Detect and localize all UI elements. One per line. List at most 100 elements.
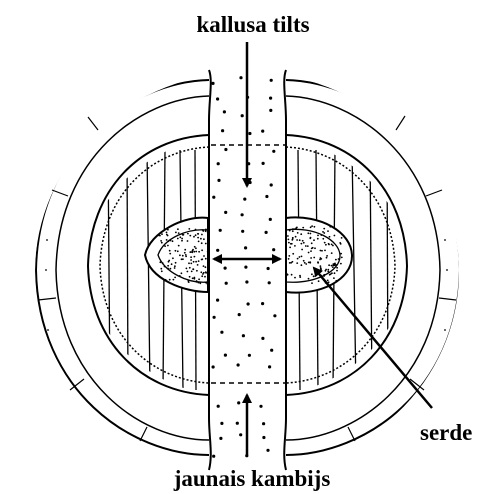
stipple-dot xyxy=(198,251,200,253)
stipple-dot xyxy=(262,422,265,425)
stipple-dot xyxy=(292,238,294,240)
stipple-dot xyxy=(193,261,195,263)
stipple-dot xyxy=(186,268,188,270)
stipple-dot xyxy=(327,230,329,232)
stipple-dot xyxy=(302,227,304,229)
stipple-dot xyxy=(169,279,171,281)
stipple-dot xyxy=(313,275,315,277)
stipple-dot xyxy=(336,267,338,269)
stipple-dot xyxy=(341,237,343,239)
stipple-dot xyxy=(197,264,199,266)
stipple-dot xyxy=(299,256,301,258)
stipple-dot xyxy=(167,245,169,247)
stipple-dot xyxy=(305,263,307,265)
stipple-dot xyxy=(332,266,334,268)
stipple-dot xyxy=(327,269,329,271)
stipple-dot xyxy=(224,267,227,270)
stipple-dot xyxy=(333,263,335,265)
stipple-dot xyxy=(161,228,163,230)
stipple-dot xyxy=(335,259,337,261)
stipple-dot xyxy=(320,267,322,269)
stipple-dot xyxy=(269,109,272,112)
stipple-dot xyxy=(241,114,244,117)
stipple-dot xyxy=(338,258,340,260)
stipple-dot xyxy=(201,234,203,236)
stipple-dot xyxy=(329,274,331,276)
stipple-dot xyxy=(205,230,207,232)
stipple-dot xyxy=(301,264,303,266)
stipple-dot xyxy=(310,257,312,259)
stipple-dot xyxy=(217,405,220,408)
label-pith: serde xyxy=(420,420,472,445)
stipple-dot xyxy=(305,245,307,247)
stipple-dot xyxy=(198,260,200,262)
stipple-dot xyxy=(291,274,293,276)
stipple-dot xyxy=(322,238,324,240)
stipple-dot xyxy=(203,255,205,257)
stipple-dot xyxy=(162,262,164,264)
stipple-dot xyxy=(217,162,220,165)
stipple-dot xyxy=(216,249,219,252)
stipple-dot xyxy=(189,276,191,278)
stipple-dot xyxy=(181,272,183,274)
stipple-dot xyxy=(292,253,294,255)
stipple-dot xyxy=(219,229,222,232)
stipple-dot xyxy=(320,258,322,260)
stipple-dot xyxy=(312,247,314,249)
stipple-dot xyxy=(200,271,202,273)
stipple-dot xyxy=(304,262,306,264)
arrow-pith xyxy=(314,268,432,408)
stipple-dot xyxy=(309,261,311,263)
stipple-dot xyxy=(311,273,313,275)
stipple-dot xyxy=(188,228,190,230)
stipple-dot xyxy=(296,262,298,264)
stipple-dot xyxy=(265,231,268,234)
stipple-dot xyxy=(242,334,245,337)
stipple-dot xyxy=(172,240,174,242)
stipple-dot xyxy=(289,247,291,249)
stipple-dot xyxy=(201,242,203,244)
stipple-dot xyxy=(337,283,339,285)
stipple-dot xyxy=(288,255,290,257)
stipple-dot xyxy=(188,281,190,283)
stipple-dot xyxy=(241,213,244,216)
label-new-cambium: jaunais kambijs xyxy=(173,466,331,491)
stipple-dot xyxy=(299,239,301,241)
stipple-dot xyxy=(237,363,240,366)
stipple-dot xyxy=(308,262,310,264)
stipple-dot xyxy=(261,302,264,305)
stipple-dot xyxy=(164,245,166,247)
stipple-dot xyxy=(259,405,262,408)
stipple-dot xyxy=(199,282,201,284)
stipple-dot xyxy=(248,132,251,135)
stipple-dot xyxy=(204,276,206,278)
stipple-dot xyxy=(178,245,180,247)
stipple-dot xyxy=(294,245,296,247)
stipple-dot xyxy=(334,272,336,274)
stipple-dot xyxy=(194,256,196,258)
stipple-dot xyxy=(340,243,342,245)
stipple-dot xyxy=(181,240,183,242)
stipple-dot xyxy=(307,232,309,234)
stipple-dot xyxy=(290,243,292,245)
stipple-dot xyxy=(211,82,214,85)
stipple-dot xyxy=(212,196,215,199)
stipple-dot xyxy=(245,280,248,283)
stipple-dot xyxy=(318,280,320,282)
stipple-dot xyxy=(295,236,297,238)
stipple-dot xyxy=(175,250,177,252)
stipple-dot xyxy=(328,264,330,266)
stipple-dot xyxy=(340,253,342,255)
stipple-dot xyxy=(322,231,324,233)
stipple-dot xyxy=(212,455,215,458)
stipple-dot xyxy=(225,282,228,285)
stipple-dot xyxy=(195,247,197,249)
stipple-dot xyxy=(265,195,268,198)
stipple-dot xyxy=(190,256,192,258)
stipple-dot xyxy=(184,249,186,251)
stipple-dot xyxy=(205,258,207,260)
stipple-dot xyxy=(177,228,179,230)
stipple-dot xyxy=(202,230,204,232)
stipple-dot xyxy=(168,260,170,262)
stipple-dot xyxy=(327,280,329,282)
